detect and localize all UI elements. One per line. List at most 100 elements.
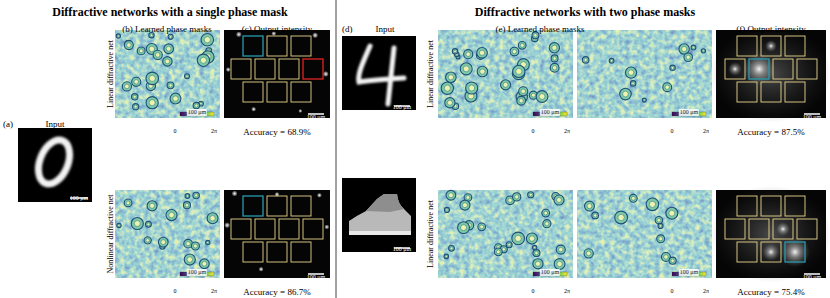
label-holder: 0	[671, 279, 674, 297]
row-label: Nonlinear diffractive net	[107, 195, 116, 274]
intensity	[226, 31, 329, 113]
phase-ring	[199, 259, 209, 269]
phase-ring	[146, 239, 150, 243]
phase-ring	[210, 216, 215, 221]
phase-ring	[126, 201, 130, 205]
output-ground	[224, 30, 330, 118]
phase-ring	[556, 245, 565, 254]
phase-ring	[477, 47, 488, 58]
phase-ring	[445, 255, 447, 257]
shoe-sole	[349, 231, 411, 235]
intensity-glow	[743, 53, 775, 85]
detector-box	[749, 59, 769, 79]
phase-ring	[554, 195, 564, 205]
phase-ring	[134, 221, 140, 227]
intensity-spot	[236, 31, 242, 37]
phase-ring	[508, 243, 511, 246]
phase-ring	[631, 196, 635, 200]
phase-ring	[552, 66, 556, 70]
label-holder: Nonlinear diffractive net	[99, 195, 117, 274]
phase-ring	[478, 223, 486, 231]
phase-ring	[450, 247, 453, 250]
phase-ring	[582, 57, 589, 64]
phase-ring	[183, 202, 190, 209]
phase-ring	[185, 74, 190, 79]
detector-box	[291, 82, 311, 102]
phase-ring	[702, 50, 704, 52]
phase-ring	[670, 65, 675, 70]
phase-ring	[125, 84, 130, 89]
scale-label: 100 μm	[803, 114, 821, 121]
panel-title: (b) Learned phase masks	[122, 25, 212, 35]
row-label: Linear diffractive net	[427, 200, 436, 268]
intensity-spot	[324, 224, 329, 229]
phase-ring	[166, 210, 177, 221]
phase-ring	[127, 43, 131, 47]
phase-ring	[150, 203, 155, 208]
phase-ring	[594, 214, 597, 217]
label-holder: Linear diffractive net	[99, 40, 117, 108]
label-holder: Input	[46, 113, 65, 131]
output-ground	[224, 190, 330, 278]
phase-ring	[200, 57, 206, 63]
scale-label: 100 μm	[187, 269, 207, 276]
label-holder: Accuracy = 68.9%	[243, 121, 310, 139]
label-holder: (f) Output intensity	[736, 18, 806, 36]
phase-ring	[542, 209, 550, 217]
phase-ring	[147, 223, 150, 226]
phase-ring	[671, 259, 675, 263]
phase-ring	[124, 199, 132, 207]
detector-box	[279, 219, 299, 239]
label-holder: 100 μm	[679, 260, 699, 278]
phase-ring	[584, 249, 593, 258]
phase-ring	[592, 212, 599, 219]
phase-ring	[535, 261, 540, 266]
phase-ring	[444, 254, 449, 259]
phase-ring	[512, 232, 525, 245]
colorbar-tick: 0	[532, 288, 535, 295]
phase-ring	[197, 54, 209, 66]
phase-ring	[458, 222, 470, 234]
phase-ring	[153, 50, 162, 59]
phase-ring	[462, 203, 467, 208]
phase-ring	[441, 82, 453, 94]
detector-box	[785, 242, 805, 262]
phase-ring	[513, 193, 521, 201]
phase-ring	[658, 223, 663, 228]
colorbar-tick: 0	[671, 288, 674, 295]
detector-box	[303, 59, 323, 79]
phase-ring	[133, 95, 136, 98]
phase-ring	[201, 33, 214, 46]
phase-ring	[461, 225, 467, 231]
phase-ring	[642, 98, 646, 102]
phase-ring	[446, 190, 456, 200]
phase-ring	[646, 198, 659, 211]
phase-ring	[557, 261, 562, 266]
phase-ring	[466, 82, 478, 94]
detector-box	[267, 82, 287, 102]
phase-ring	[149, 100, 155, 106]
detector-box	[231, 219, 251, 239]
phase-ring	[559, 247, 564, 252]
panel-title: Input	[376, 25, 395, 35]
phase-ring	[539, 94, 545, 100]
phase-ring	[550, 63, 559, 72]
label-holder: 100 μm	[393, 95, 411, 113]
label-holder: 0	[671, 119, 674, 137]
phase-ring	[529, 193, 532, 196]
phase-ring	[149, 46, 155, 52]
phase-ring	[534, 246, 536, 248]
phase-ring	[463, 66, 469, 72]
detector-box	[291, 36, 311, 56]
phase-ring	[132, 77, 141, 86]
detector-box	[267, 242, 287, 262]
panel-title: (c) Output intensity	[242, 25, 313, 35]
phase-ring	[649, 201, 655, 207]
phase-ring	[544, 211, 548, 215]
intensity-spot	[224, 222, 230, 228]
phase-ring	[518, 42, 526, 50]
output-panel	[711, 26, 830, 123]
phase-ring	[187, 257, 193, 263]
detector-boxes	[725, 36, 817, 102]
phase-ring	[510, 47, 519, 56]
